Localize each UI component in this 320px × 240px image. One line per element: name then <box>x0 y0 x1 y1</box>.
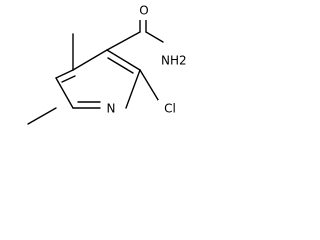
bond-c3-c2 <box>106 49 141 71</box>
bond-carbonyl-amide <box>145 31 164 43</box>
amide-nitrogen-label: NH2 <box>161 54 187 68</box>
ring-nitrogen-label: N <box>107 102 116 116</box>
bond-c5-c4 <box>55 69 74 79</box>
bond-c6-c5 <box>55 77 74 109</box>
bond-c6-methyl <box>27 107 57 125</box>
chlorine-atom-label: Cl <box>164 102 176 116</box>
bond-c3-c2-inner <box>107 57 134 74</box>
oxygen-atom-label: O <box>139 4 148 18</box>
bond-c3-carbonyl <box>106 31 141 51</box>
bond-c5-c4-inner <box>61 75 76 83</box>
bond-c4-c3 <box>72 49 108 71</box>
chemical-structure-diagram: O NH2 N Cl <box>27 4 194 125</box>
bond-c2-n1 <box>125 69 141 109</box>
